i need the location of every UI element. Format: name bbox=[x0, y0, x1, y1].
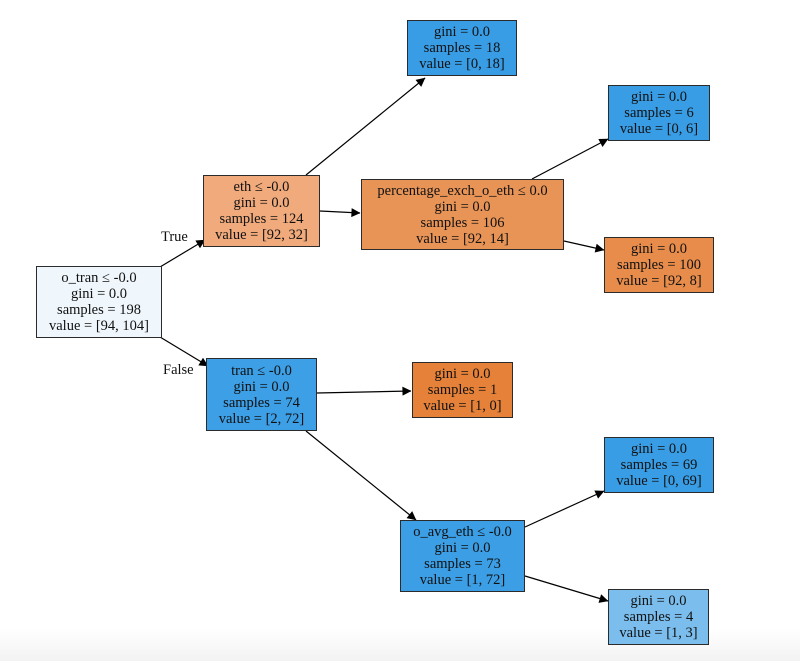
edge-pct-to-leaf100 bbox=[563, 240, 605, 253]
node-value-label: value = [0, 18] bbox=[419, 56, 505, 72]
node-gini-label: gini = 0.0 bbox=[630, 593, 687, 609]
tree-leaf-69: gini = 0.0 samples = 69 value = [0, 69] bbox=[604, 437, 714, 493]
node-gini-label: gini = 0.0 bbox=[630, 441, 688, 457]
tree-node-percentage-exch: percentage_exch_o_eth ≤ 0.0 gini = 0.0 s… bbox=[361, 179, 564, 250]
node-value-label: value = [0, 6] bbox=[619, 121, 699, 137]
tree-leaf-6: gini = 0.0 samples = 6 value = [0, 6] bbox=[608, 85, 710, 141]
edge-tran-to-leaf1 bbox=[316, 386, 412, 396]
node-value-label: value = [92, 32] bbox=[215, 227, 308, 243]
node-gini-label: gini = 0.0 bbox=[630, 241, 688, 257]
edge-eth-to-pct bbox=[319, 208, 361, 218]
node-samples-label: samples = 18 bbox=[423, 40, 501, 56]
node-value-label: value = [2, 72] bbox=[218, 410, 305, 427]
edge-label-true: True bbox=[161, 229, 188, 245]
node-samples-label: samples = 198 bbox=[57, 302, 141, 318]
node-gini-label: gini = 0.0 bbox=[70, 286, 128, 302]
node-gini-label: gini = 0.0 bbox=[434, 540, 491, 556]
node-samples-label: samples = 69 bbox=[620, 457, 698, 473]
node-samples-label: samples = 73 bbox=[424, 556, 501, 572]
node-split-label: tran ≤ -0.0 bbox=[231, 362, 292, 379]
node-split-label: percentage_exch_o_eth ≤ 0.0 bbox=[377, 182, 548, 199]
node-value-label: value = [92, 14] bbox=[416, 230, 509, 247]
edge-label-false: False bbox=[163, 362, 194, 378]
node-split-label: o_avg_eth ≤ -0.0 bbox=[413, 524, 512, 540]
node-value-label: value = [1, 72] bbox=[419, 572, 506, 588]
tree-leaf-18: gini = 0.0 samples = 18 value = [0, 18] bbox=[407, 20, 517, 76]
tree-leaf-4: gini = 0.0 samples = 4 value = [1, 3] bbox=[608, 589, 709, 645]
node-value-label: value = [0, 69] bbox=[616, 473, 702, 489]
edge-pct-to-leaf6 bbox=[531, 138, 609, 180]
edge-eth-to-leaf18 bbox=[305, 77, 426, 176]
node-gini-label: gini = 0.0 bbox=[433, 24, 491, 40]
node-samples-label: samples = 1 bbox=[427, 382, 498, 398]
node-samples-label: samples = 74 bbox=[223, 394, 300, 411]
node-samples-label: samples = 100 bbox=[617, 257, 701, 273]
node-gini-label: gini = 0.0 bbox=[434, 198, 491, 215]
node-samples-label: samples = 106 bbox=[420, 214, 505, 231]
node-split-label: eth ≤ -0.0 bbox=[233, 179, 290, 195]
edge-oavg-to-leaf4 bbox=[524, 575, 609, 603]
edge-root-to-tran bbox=[159, 336, 209, 367]
tree-node-eth: eth ≤ -0.0 gini = 0.0 samples = 124 valu… bbox=[203, 175, 320, 247]
node-samples-label: samples = 124 bbox=[219, 211, 304, 227]
node-samples-label: samples = 4 bbox=[623, 609, 694, 625]
tree-node-tran: tran ≤ -0.0 gini = 0.0 samples = 74 valu… bbox=[206, 358, 317, 431]
tree-leaf-100: gini = 0.0 samples = 100 value = [92, 8] bbox=[604, 237, 714, 293]
node-gini-label: gini = 0.0 bbox=[630, 89, 688, 105]
node-samples-label: samples = 6 bbox=[624, 105, 694, 121]
node-value-label: value = [1, 0] bbox=[423, 398, 502, 414]
tree-leaf-1: gini = 0.0 samples = 1 value = [1, 0] bbox=[412, 362, 513, 418]
node-split-label: o_tran ≤ -0.0 bbox=[61, 270, 137, 286]
node-value-label: value = [94, 104] bbox=[49, 318, 149, 334]
edge-oavg-to-leaf69 bbox=[524, 490, 605, 528]
node-value-label: value = [92, 8] bbox=[616, 273, 702, 289]
node-gini-label: gini = 0.0 bbox=[233, 378, 290, 395]
tree-node-root: o_tran ≤ -0.0 gini = 0.0 samples = 198 v… bbox=[36, 266, 162, 338]
tree-node-o-avg-eth: o_avg_eth ≤ -0.0 gini = 0.0 samples = 73… bbox=[400, 520, 525, 592]
node-gini-label: gini = 0.0 bbox=[434, 366, 491, 382]
edge-tran-to-oavg bbox=[305, 430, 417, 521]
edge-root-to-eth bbox=[159, 239, 206, 268]
node-gini-label: gini = 0.0 bbox=[233, 195, 290, 211]
node-value-label: value = [1, 3] bbox=[619, 625, 698, 641]
